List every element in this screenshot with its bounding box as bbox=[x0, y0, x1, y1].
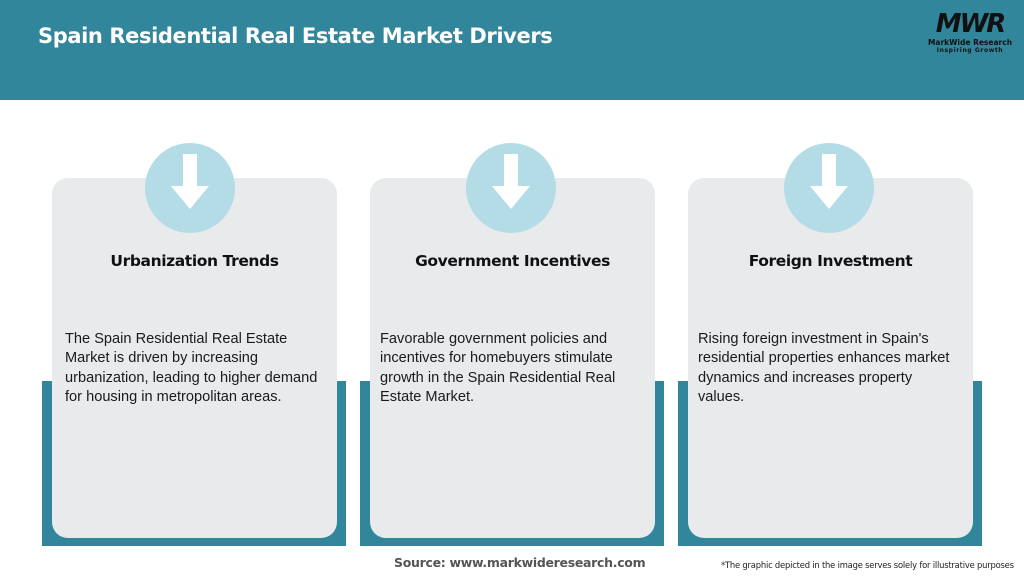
card-urbanization bbox=[52, 178, 337, 538]
header-banner: Spain Residential Real Estate Market Dri… bbox=[0, 0, 1024, 100]
arrow-down-icon bbox=[466, 143, 556, 233]
page-title: Spain Residential Real Estate Market Dri… bbox=[38, 24, 553, 48]
card-text: Rising foreign investment in Spain's res… bbox=[698, 331, 950, 405]
card-government bbox=[370, 178, 655, 538]
disclaimer-text: *The graphic depicted in the image serve… bbox=[721, 560, 1014, 570]
logo-mark: MWR bbox=[935, 9, 1007, 39]
markwide-logo: MWR MarkWide Research Inspiring Growth bbox=[922, 10, 1018, 58]
logo-tagline: Inspiring Growth bbox=[936, 47, 1004, 54]
card-foreign bbox=[688, 178, 973, 538]
card-title: Foreign Investment bbox=[748, 252, 913, 270]
card-text: The Spain Residential Real Estate Market… bbox=[65, 331, 318, 405]
arrow-down-icon bbox=[145, 143, 235, 233]
card-title: Government Incentives bbox=[415, 252, 610, 270]
card-text: Favorable government policies and incent… bbox=[380, 331, 616, 405]
logo-name: MarkWide Research bbox=[927, 38, 1013, 47]
arrow-down-icon bbox=[784, 143, 874, 233]
card-title: Urbanization Trends bbox=[110, 252, 279, 270]
source-text: Source: www.markwideresearch.com bbox=[394, 555, 646, 570]
